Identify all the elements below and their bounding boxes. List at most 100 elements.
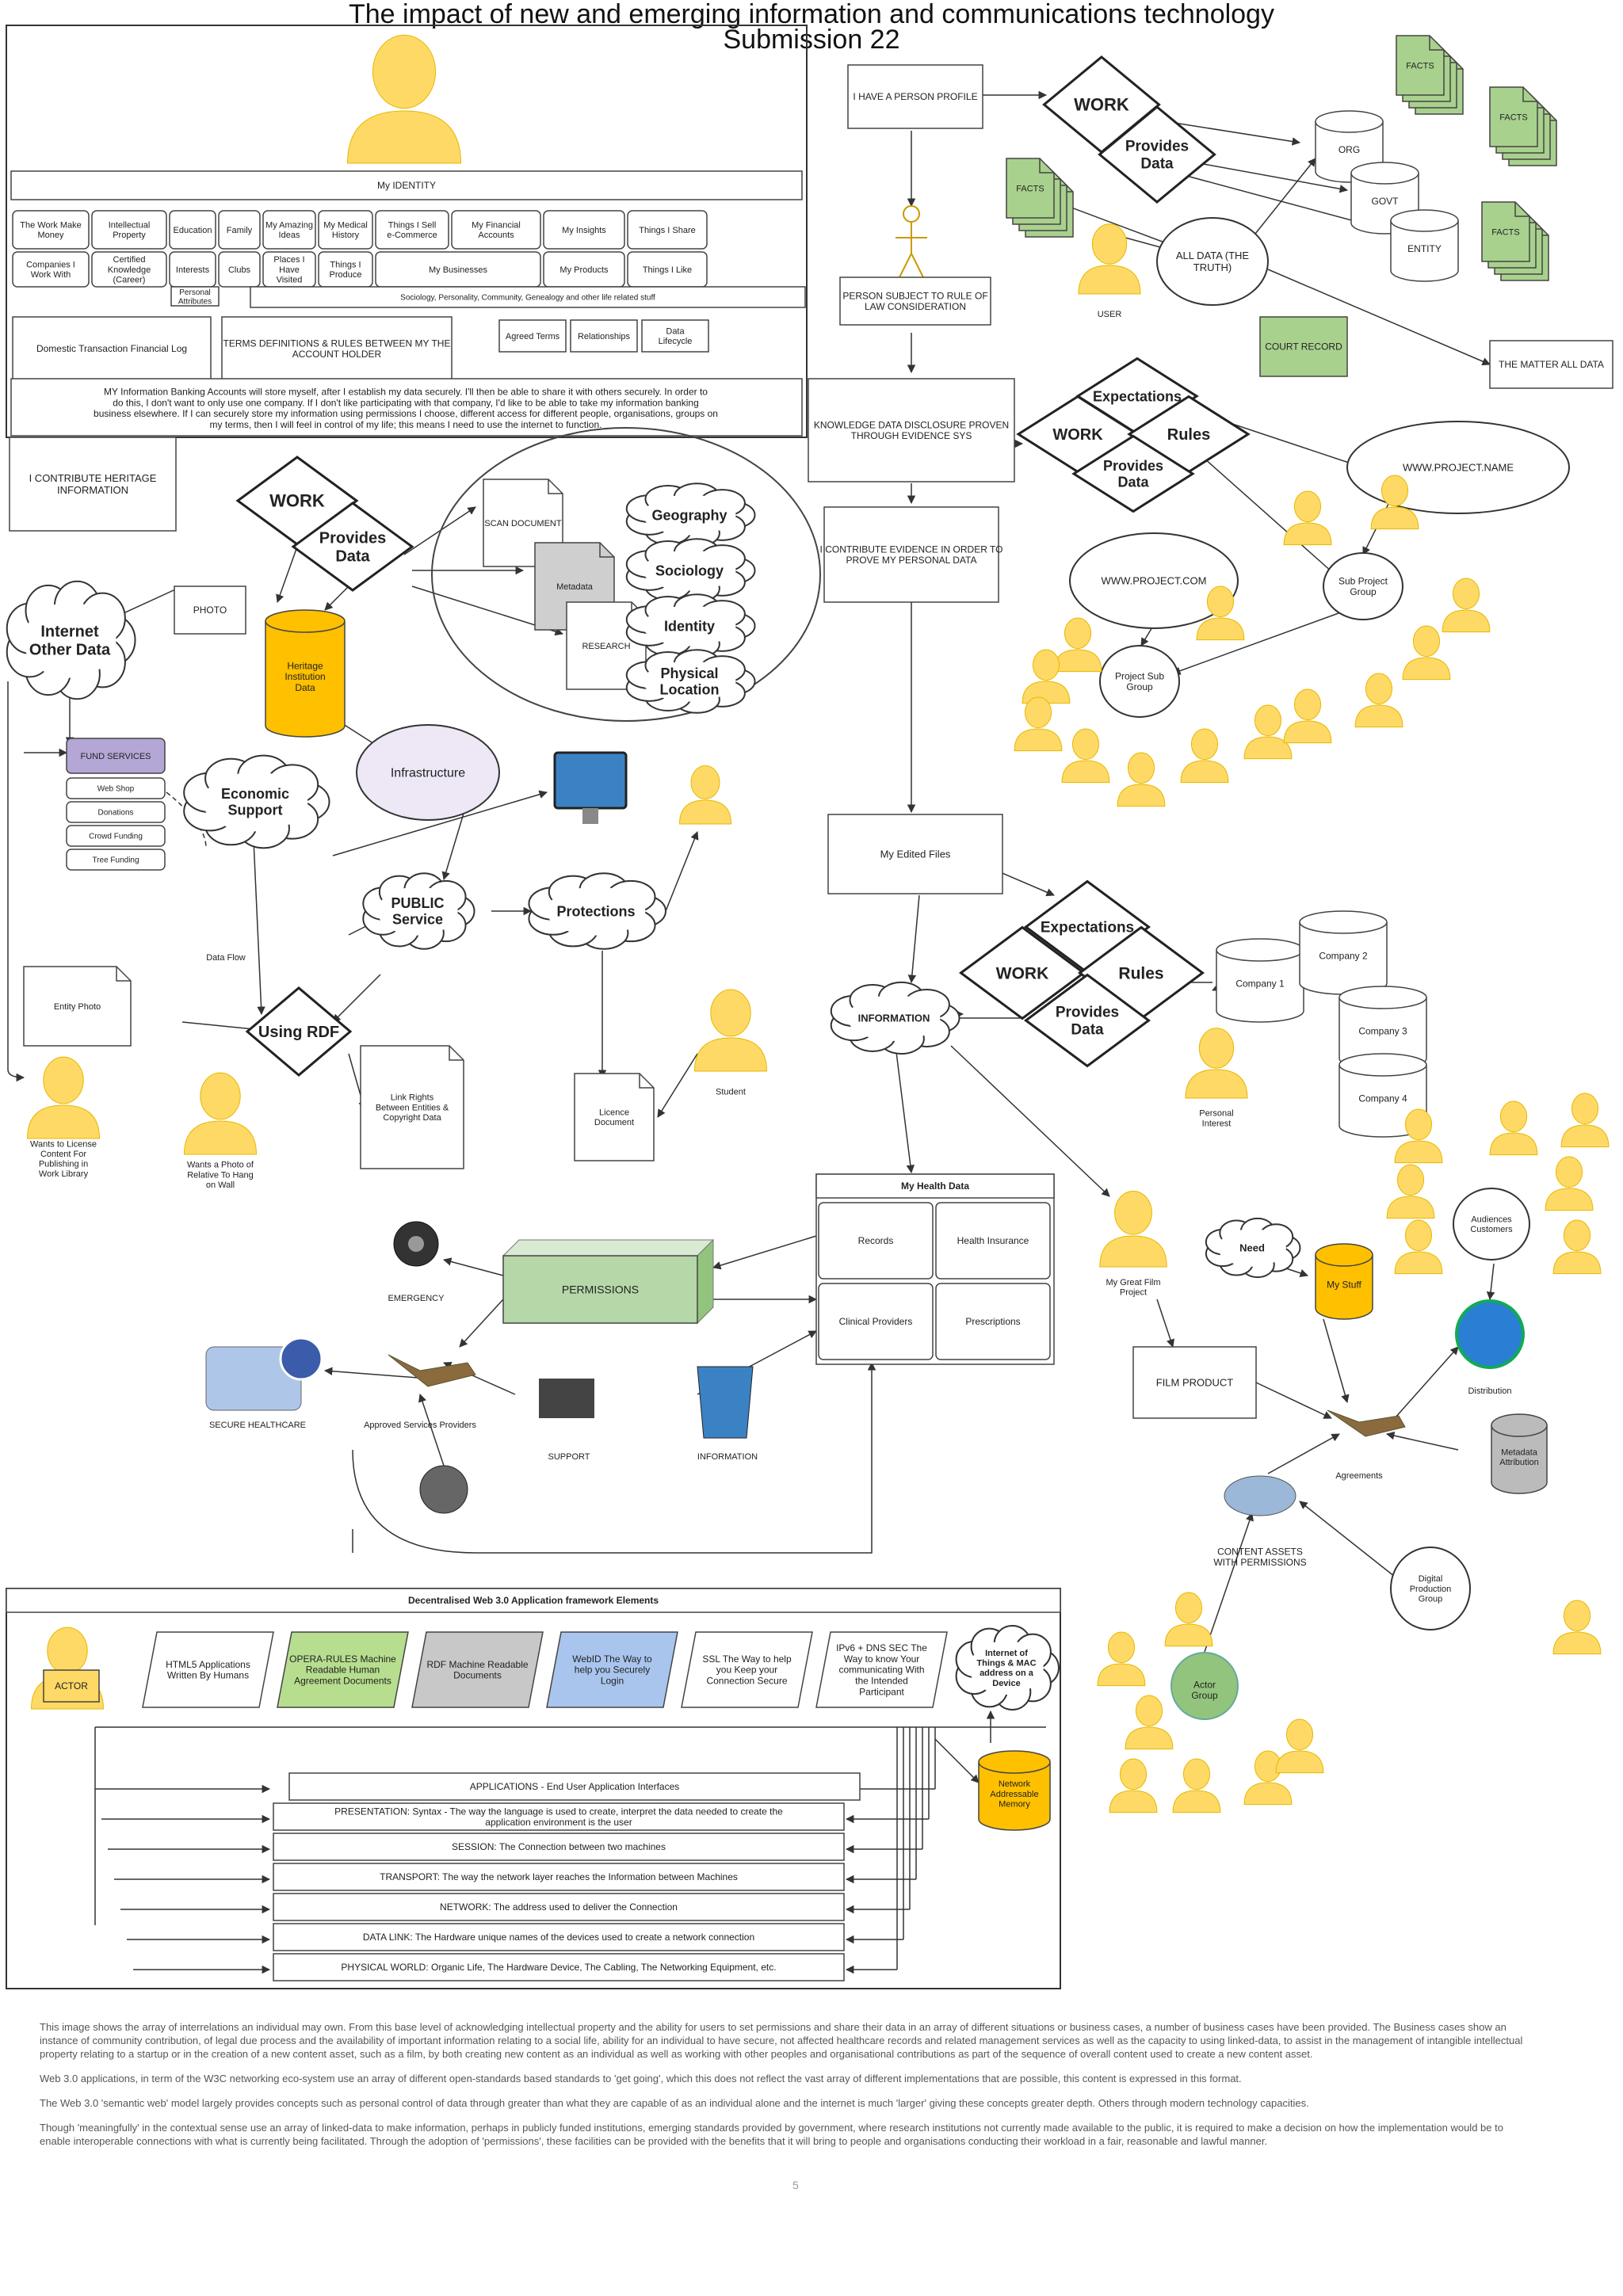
- label: TERMS DEFINITIONS & RULES BETWEEN MY THE…: [223, 338, 451, 360]
- infrastructure-node: Infrastructure: [356, 724, 500, 821]
- label: Company 2: [1319, 951, 1368, 962]
- information-bin-icon: [697, 1366, 754, 1439]
- court-record: COURT RECORD: [1259, 316, 1348, 377]
- fund-services: FUND SERVICES: [66, 738, 166, 774]
- company-4-db: Company 4: [1338, 1053, 1427, 1138]
- permissions-top: [502, 1239, 715, 1257]
- facts-stack-sheet: FACTS: [1481, 201, 1530, 262]
- my-edited-files: My Edited Files: [827, 814, 1003, 894]
- label: Need: [1239, 1242, 1265, 1254]
- project-member-icon: [1442, 578, 1491, 633]
- label: FACTS: [1406, 61, 1434, 71]
- need-cloud: Need: [1205, 1217, 1301, 1279]
- label: Infrastructure: [391, 767, 465, 780]
- description-paragraph: The Web 3.0 'semantic web' model largely…: [40, 2097, 1309, 2109]
- framework-actor-label: ACTOR: [43, 1669, 100, 1703]
- govt-db: GOVT: [1350, 162, 1419, 235]
- identity-cell: My Products: [543, 251, 625, 288]
- globe-icon: [1455, 1299, 1525, 1369]
- company-2-db: Company 2: [1299, 910, 1388, 995]
- label: PERMISSIONS: [562, 1283, 639, 1295]
- label: FACTS: [1491, 227, 1519, 237]
- label: Geography: [651, 507, 727, 523]
- topic-cloud: Sociology: [625, 538, 756, 603]
- description-paragraph: Though 'meaningfully' in the contextual …: [40, 2122, 1503, 2147]
- agreement-keys-icon: [1327, 1409, 1406, 1437]
- project-member-icon: [1053, 617, 1102, 673]
- audience-member-icon: [1489, 1100, 1538, 1156]
- label: Sociology, Personality, Community, Genea…: [400, 294, 655, 303]
- osi-layer: PHYSICAL WORLD: Organic Life, The Hardwa…: [273, 1953, 845, 1981]
- label: Company 1: [1235, 978, 1285, 990]
- project-member-icon: [1117, 752, 1166, 807]
- identity-cell: Education: [169, 210, 216, 250]
- label: Expectations: [1041, 920, 1134, 936]
- health-cell: Records: [818, 1202, 934, 1280]
- fund-item: Crowd Funding: [66, 825, 166, 847]
- project-member-icon: [1180, 728, 1229, 784]
- label: Identity: [664, 618, 715, 634]
- label: RESEARCH: [582, 642, 630, 651]
- entity-db: ENTITY: [1390, 209, 1459, 282]
- terms-rules-box: TERMS DEFINITIONS & RULES BETWEEN MY THE…: [221, 316, 453, 381]
- topic-cloud: Geography: [625, 482, 756, 547]
- label: Domestic Transaction Financial Log: [36, 343, 187, 354]
- label: Agreed Terms: [506, 332, 560, 341]
- osi-layer: TRANSPORT: The way the network layer rea…: [273, 1863, 845, 1891]
- description-paragraph: This image shows the array of interrelat…: [40, 2021, 1523, 2060]
- company-1-db: Company 1: [1216, 938, 1304, 1023]
- project-member-icon: [1283, 688, 1332, 744]
- submission-number: Submission 22: [723, 25, 900, 55]
- actor-group-circle: [1170, 1652, 1239, 1720]
- company-3-db: Company 3: [1338, 986, 1427, 1070]
- page-title: The impact of new and emerging informati…: [349, 0, 1274, 29]
- label: WORK: [269, 491, 325, 511]
- audience-member-icon: [1394, 1108, 1443, 1164]
- label: SESSION: The Connection between two mach…: [452, 1841, 666, 1852]
- stick-figure-icon: [896, 205, 927, 278]
- audience-member-icon: [1275, 1718, 1324, 1774]
- label: Interests: [176, 265, 210, 275]
- the-matter-box: THE MATTER ALL DATA: [1489, 340, 1613, 389]
